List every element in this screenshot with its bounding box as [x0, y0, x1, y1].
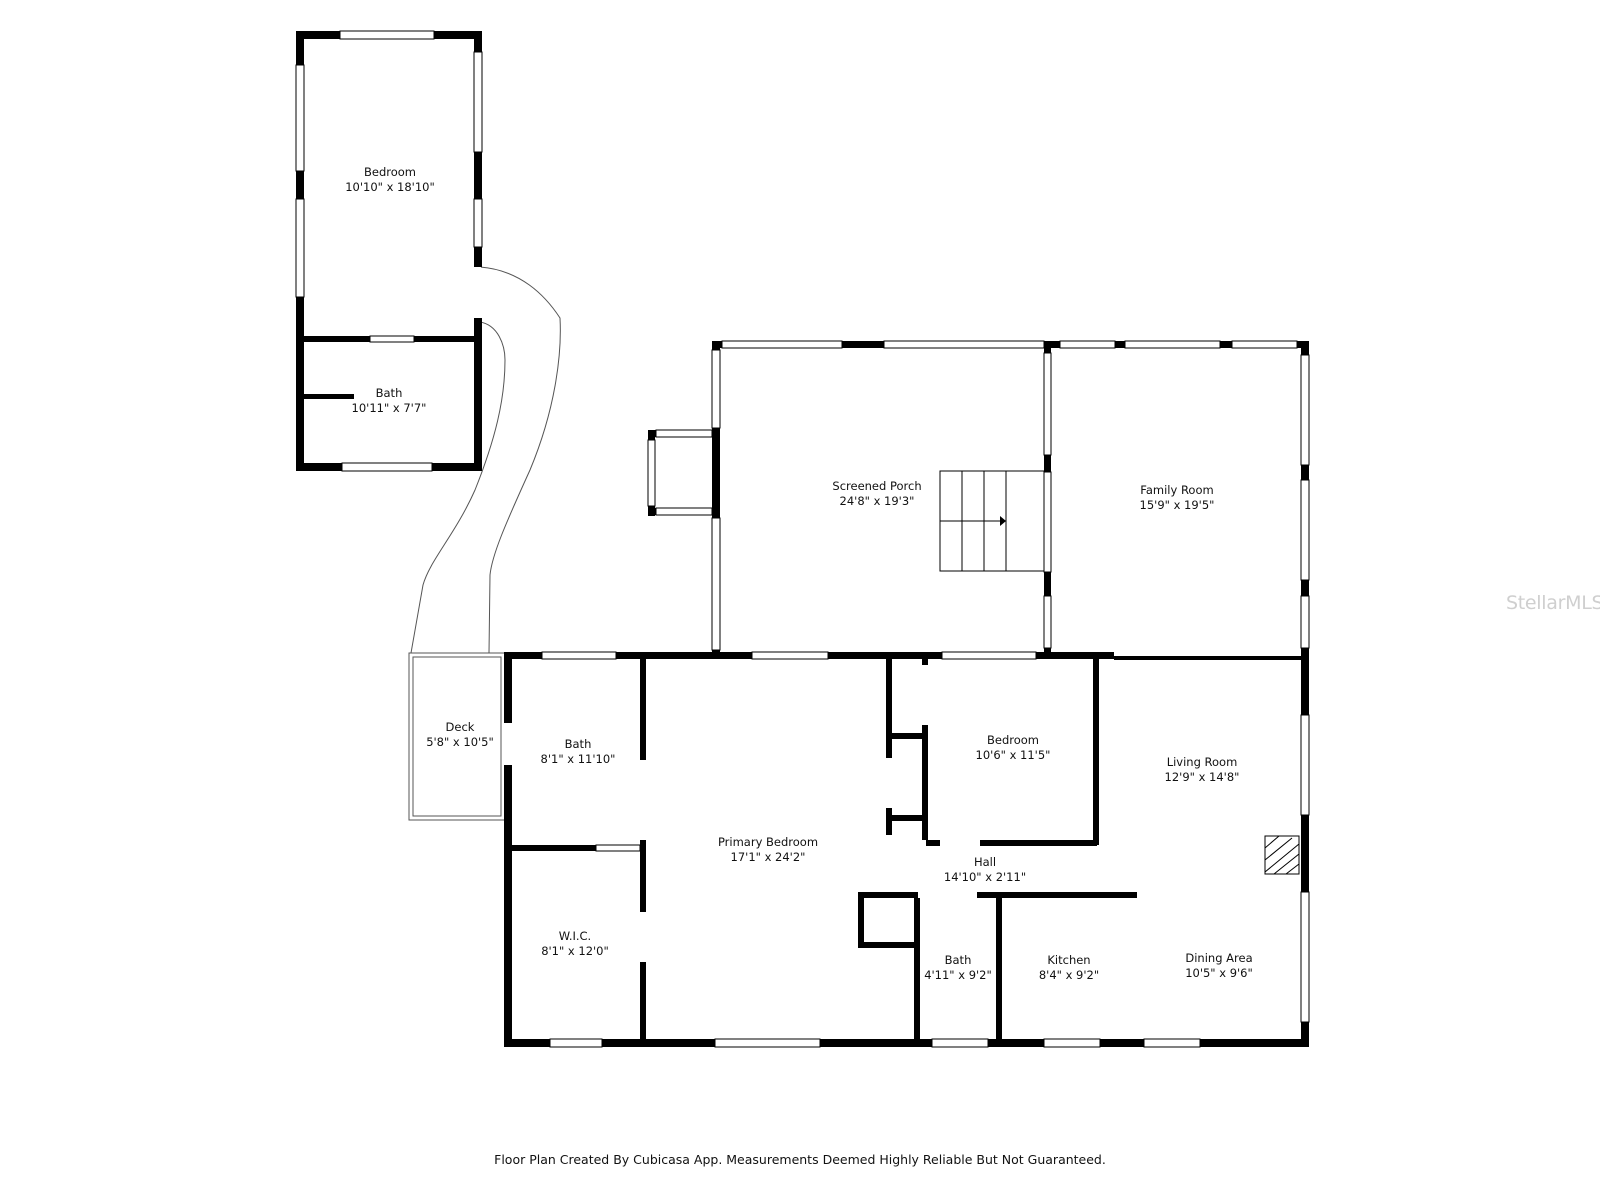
room-dimensions: 12'9" x 14'8": [1165, 770, 1240, 784]
door-openings: [504, 665, 980, 962]
room-label-bath-upper: Bath 10'11" x 7'7": [352, 386, 427, 415]
room-dimensions: 4'11" x 9'2": [924, 968, 992, 982]
room-name: Kitchen: [1047, 953, 1090, 967]
room-label-bedroom-upper: Bedroom 10'10" x 18'10": [345, 165, 435, 194]
room-dimensions: 5'8" x 10'5": [426, 735, 494, 749]
room-name: Bath: [945, 953, 972, 967]
room-name: Bath: [565, 737, 592, 751]
upper-building-windows: [295, 30, 483, 472]
room-name: Dining Area: [1185, 951, 1252, 965]
room-name: Hall: [974, 855, 996, 869]
room-label-bedroom-mid: Bedroom 10'6" x 11'5": [976, 733, 1051, 762]
room-dimensions: 15'9" x 19'5": [1140, 498, 1215, 512]
fireplace-icon: [1264, 835, 1300, 875]
room-name: Screened Porch: [832, 479, 921, 493]
porch-windows: [647, 340, 1310, 651]
room-label-family-room: Family Room 15'9" x 19'5": [1140, 483, 1215, 512]
room-label-primary-bedroom: Primary Bedroom 17'1" x 24'2": [718, 835, 818, 864]
stairs: [939, 470, 1045, 572]
room-dimensions: 10'6" x 11'5": [976, 748, 1051, 762]
room-dimensions: 8'1" x 11'10": [541, 752, 616, 766]
room-dimensions: 10'5" x 9'6": [1185, 966, 1253, 980]
room-dimensions: 24'8" x 19'3": [840, 494, 915, 508]
room-name: Family Room: [1140, 483, 1213, 497]
room-dimensions: 14'10" x 2'11": [944, 870, 1026, 884]
room-dimensions: 8'1" x 12'0": [541, 944, 609, 958]
room-name: Bedroom: [364, 165, 416, 179]
room-label-screened-porch: Screened Porch 24'8" x 19'3": [832, 479, 921, 508]
walkway-path: [410, 266, 561, 654]
room-dimensions: 17'1" x 24'2": [731, 850, 806, 864]
room-name: Bedroom: [987, 733, 1039, 747]
room-label-kitchen: Kitchen 8'4" x 9'2": [1039, 953, 1099, 982]
room-name: Primary Bedroom: [718, 835, 818, 849]
room-label-bath-left: Bath 8'1" x 11'10": [541, 737, 616, 766]
stair-arrow-icon: [1000, 516, 1006, 526]
room-dimensions: 8'4" x 9'2": [1039, 968, 1099, 982]
room-name: Deck: [446, 720, 475, 734]
upper-door-opening: [475, 267, 481, 318]
room-dimensions: 10'11" x 7'7": [352, 401, 427, 415]
room-label-bath-small: Bath 4'11" x 9'2": [924, 953, 992, 982]
porch-walls: [648, 341, 1309, 653]
room-label-deck: Deck 5'8" x 10'5": [426, 720, 494, 749]
room-label-living-room: Living Room 12'9" x 14'8": [1165, 755, 1240, 784]
room-dimensions: 10'10" x 18'10": [345, 180, 435, 194]
room-label-wic: W.I.C. 8'1" x 12'0": [541, 929, 609, 958]
room-name: Living Room: [1167, 755, 1238, 769]
room-name: Bath: [376, 386, 403, 400]
room-name: W.I.C.: [559, 929, 591, 943]
room-label-hall: Hall 14'10" x 2'11": [944, 855, 1026, 884]
room-label-dining-area: Dining Area 10'5" x 9'6": [1185, 951, 1253, 980]
stellarmls-watermark: StellarMLS: [1506, 592, 1600, 614]
main-house-windows: [541, 651, 1310, 1048]
footer-disclaimer: Floor Plan Created By Cubicasa App. Meas…: [494, 1152, 1106, 1167]
